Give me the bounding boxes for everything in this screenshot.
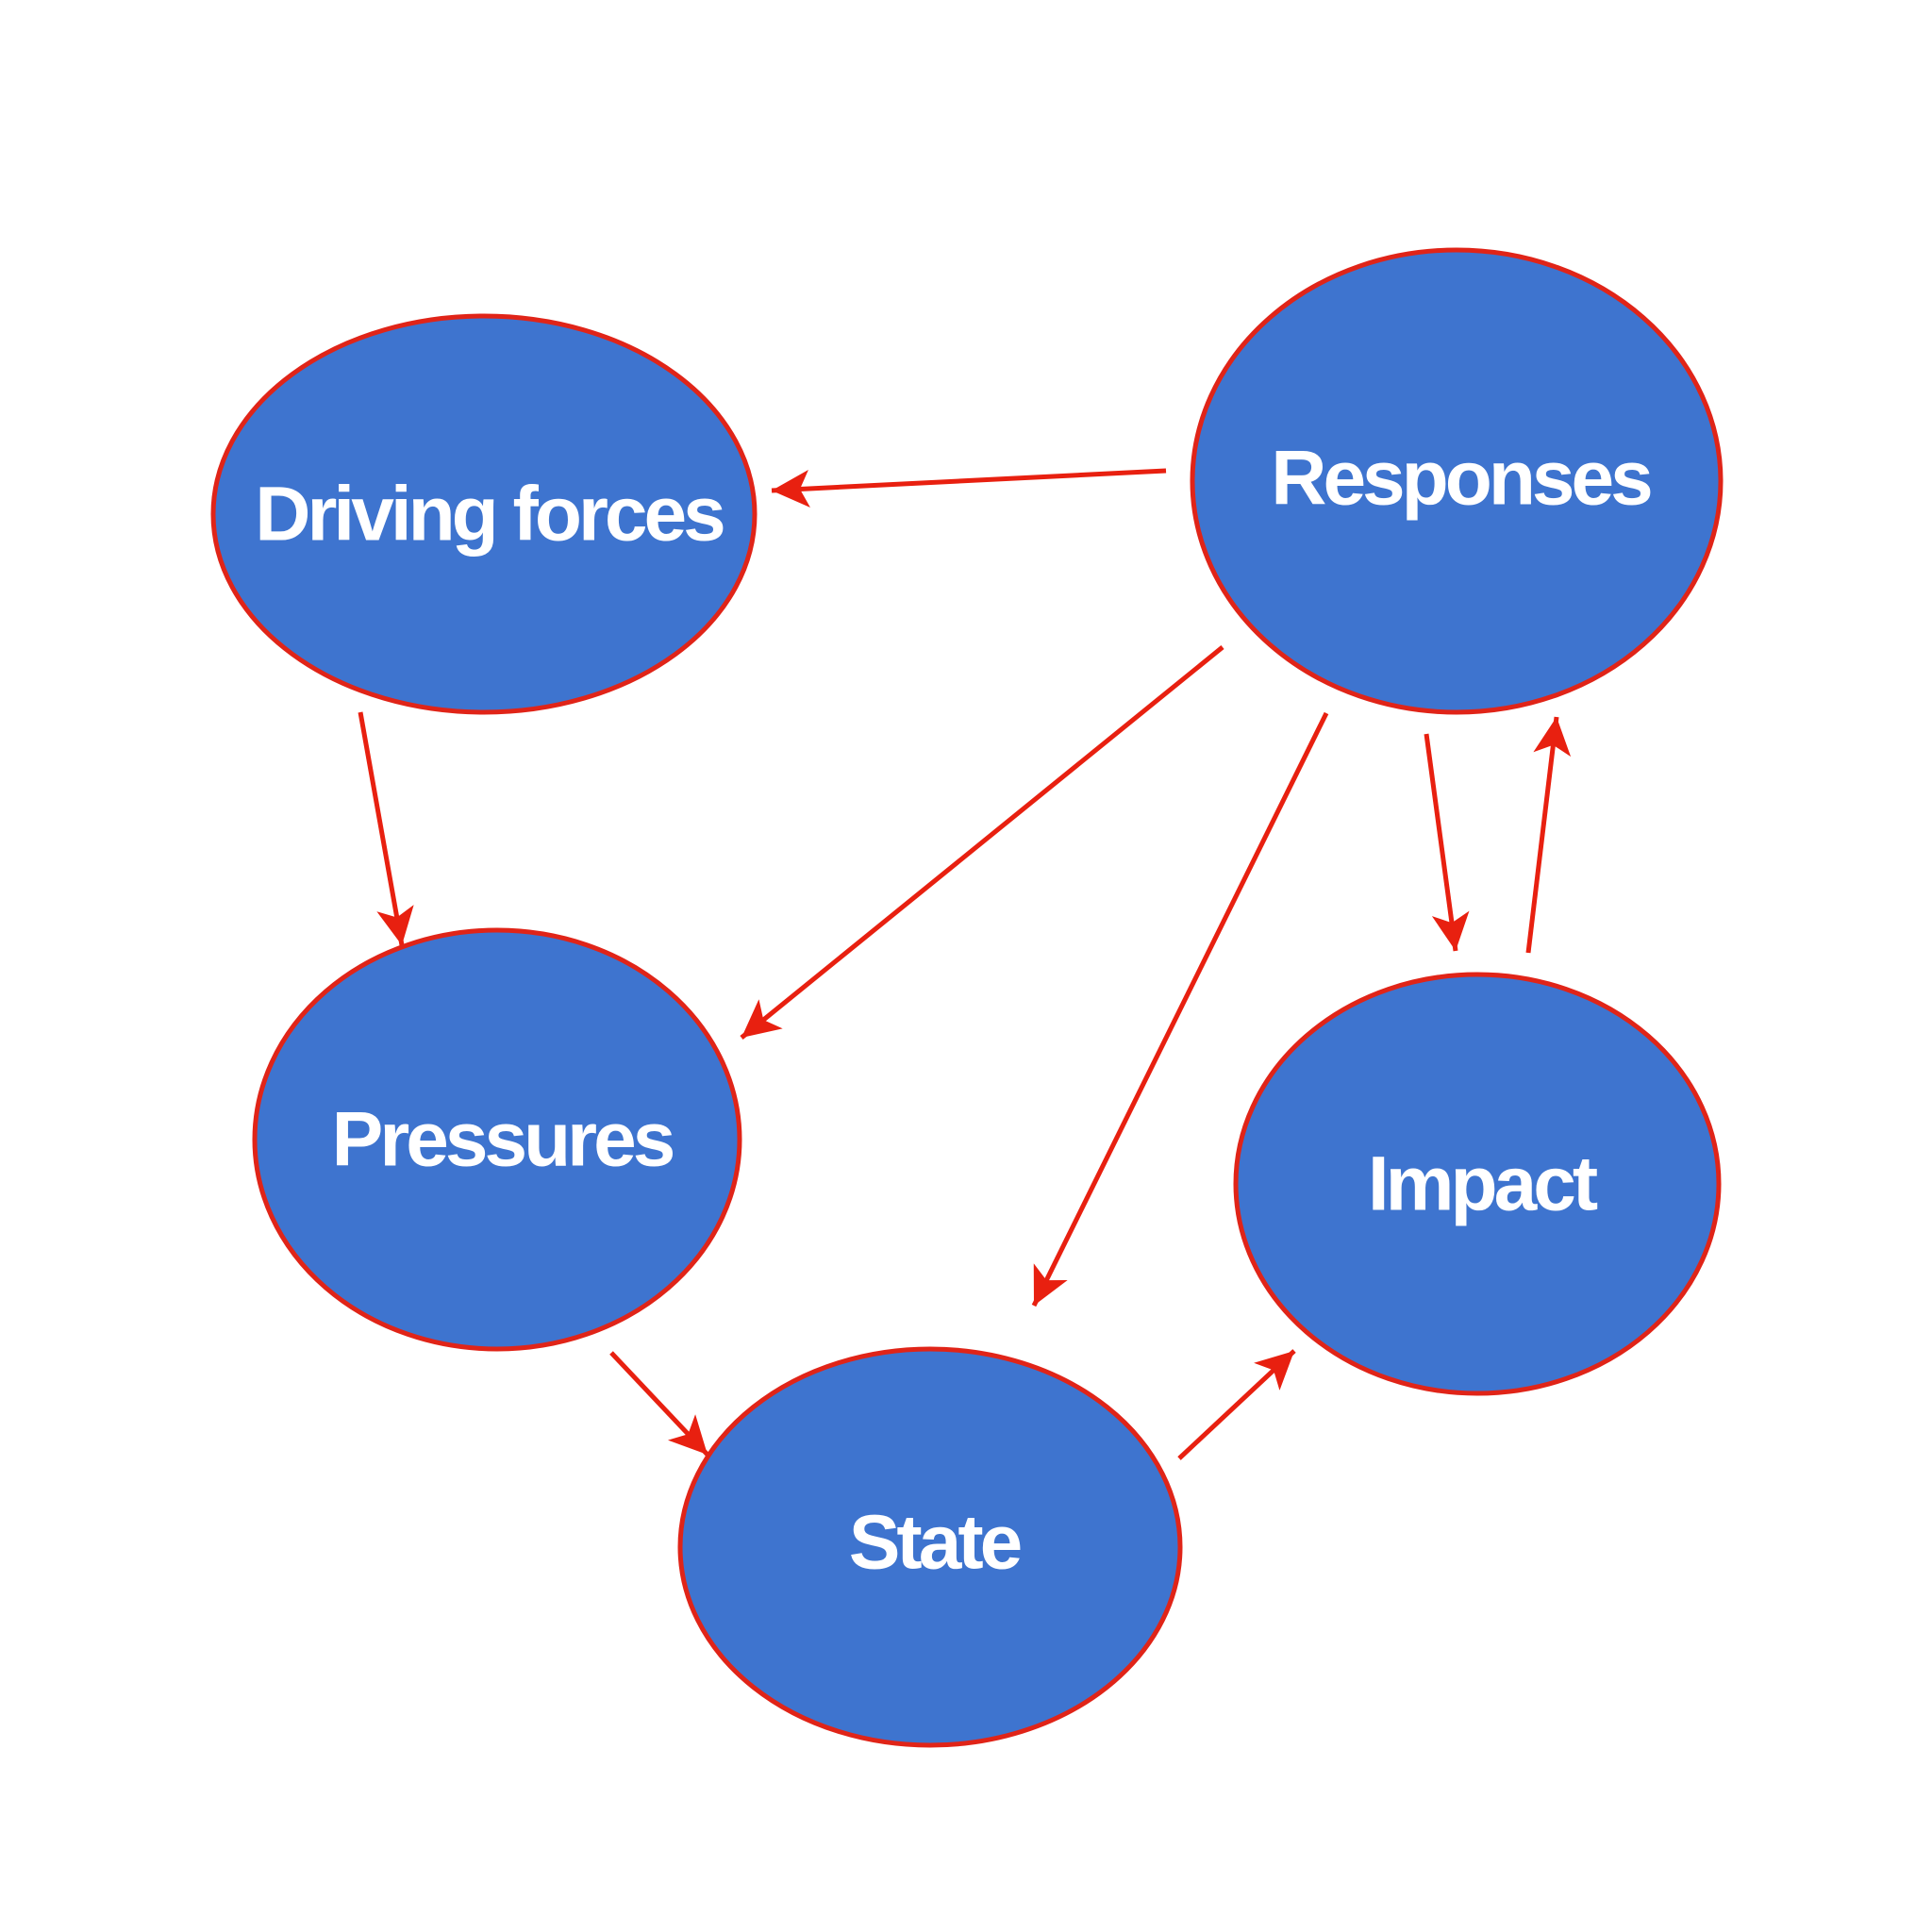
node-pressures-label: Pressures	[332, 1097, 674, 1183]
node-state: State	[677, 1346, 1183, 1748]
node-impact: Impact	[1233, 972, 1722, 1396]
node-state-label: State	[849, 1500, 1021, 1586]
node-pressures-shape	[252, 927, 742, 1352]
edge-pressures-to-state	[609, 1351, 709, 1457]
node-driving-forces: Driving forces	[210, 313, 758, 715]
node-pressures: Pressures	[252, 927, 742, 1352]
edge-responses-to-state	[1031, 711, 1329, 1307]
node-responses-shape	[1190, 247, 1724, 715]
node-state-shape	[677, 1346, 1183, 1748]
node-responses: Responses	[1190, 247, 1724, 715]
edge-impact-to-responses	[1525, 716, 1572, 954]
edge-responses-to-impact	[1424, 733, 1470, 952]
node-impact-shape	[1233, 972, 1722, 1396]
edge-driving-forces-to-pressures	[358, 711, 414, 946]
edge-state-to-impact	[1177, 1349, 1296, 1460]
node-responses-label: Responses	[1271, 436, 1651, 522]
edge-responses-to-pressures	[740, 645, 1224, 1040]
edge-responses-to-driving-forces	[771, 468, 1167, 508]
node-driving-forces-shape	[210, 313, 758, 715]
node-impact-label: Impact	[1368, 1141, 1598, 1227]
edges	[358, 468, 1572, 1460]
node-driving-forces-label: Driving forces	[255, 472, 724, 558]
